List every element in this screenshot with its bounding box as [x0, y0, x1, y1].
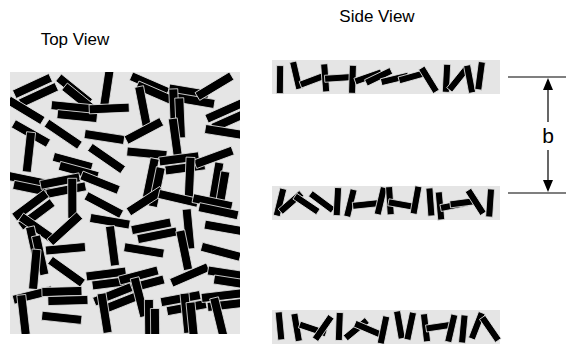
platelet — [186, 302, 199, 334]
platelet — [97, 293, 112, 334]
platelet — [22, 132, 35, 173]
platelet — [394, 311, 406, 340]
platelet — [204, 220, 240, 236]
platelet — [210, 297, 228, 334]
platelet — [204, 124, 240, 139]
dimension-label: b — [542, 124, 554, 148]
platelet — [324, 74, 352, 83]
dimension-lines — [508, 77, 566, 193]
platelet — [475, 61, 486, 90]
side-view-platelets — [273, 61, 501, 344]
platelet — [275, 312, 285, 341]
platelet — [168, 118, 182, 159]
platelet — [84, 129, 125, 144]
platelet — [312, 314, 334, 341]
platelet — [308, 191, 335, 213]
platelet — [17, 294, 30, 334]
platelet — [276, 66, 283, 94]
top-view-platelets — [10, 72, 240, 334]
platelet — [468, 311, 485, 340]
platelet — [445, 314, 458, 343]
platelet — [335, 312, 343, 340]
platelet — [135, 86, 151, 127]
platelet — [87, 143, 125, 173]
side-layer — [272, 186, 500, 220]
platelet — [200, 242, 240, 261]
platelet — [459, 315, 469, 344]
platelet — [184, 157, 195, 197]
platelet — [44, 119, 82, 149]
platelet — [464, 65, 476, 94]
platelet — [84, 192, 124, 219]
platelet — [465, 188, 486, 215]
platelet — [419, 66, 440, 94]
platelet — [105, 225, 119, 266]
platelet — [68, 178, 77, 218]
platelet — [80, 171, 121, 194]
platelet — [486, 189, 495, 217]
platelet — [377, 316, 390, 344]
platelet — [194, 146, 235, 168]
side-layer — [272, 60, 500, 94]
view-title: Top View — [41, 30, 110, 50]
platelet — [48, 256, 86, 287]
platelet — [126, 186, 164, 215]
platelet — [150, 308, 159, 334]
platelet — [333, 187, 341, 215]
platelet — [213, 275, 240, 290]
view-title: Side View — [339, 7, 414, 27]
platelet — [29, 249, 42, 290]
platelet — [195, 72, 234, 100]
platelet — [42, 286, 82, 296]
platelet — [176, 230, 193, 271]
platelet — [48, 295, 88, 305]
platelet — [170, 263, 210, 287]
platelet — [426, 188, 435, 216]
platelet — [479, 315, 501, 342]
side-layer — [272, 310, 500, 344]
platelet — [404, 312, 417, 341]
platelet — [46, 182, 87, 199]
platelet — [124, 243, 165, 258]
platelet — [410, 186, 422, 215]
platelet — [41, 311, 82, 324]
platelet — [137, 227, 178, 244]
platelet — [354, 320, 383, 337]
dimension-arrowheads — [543, 78, 553, 192]
platelet — [124, 118, 164, 145]
platelet — [100, 72, 115, 106]
platelet — [198, 203, 239, 220]
platelet — [89, 103, 129, 114]
platelet — [45, 243, 86, 256]
platelet — [47, 212, 83, 246]
